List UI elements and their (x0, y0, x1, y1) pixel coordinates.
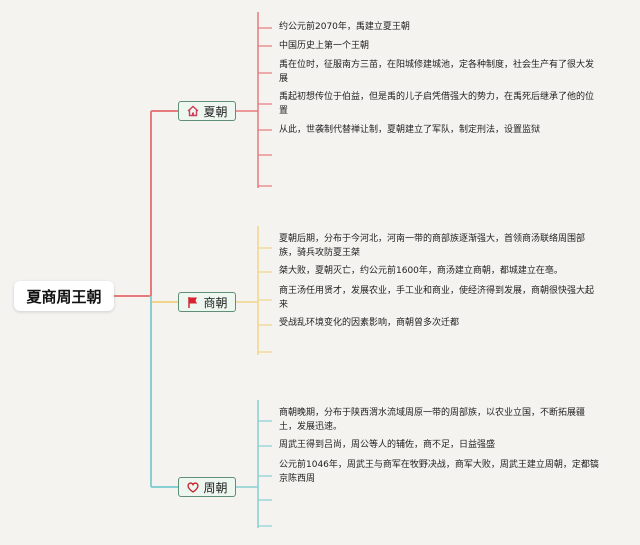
heart-icon (186, 480, 200, 494)
root-label: 夏商周王朝 (26, 287, 102, 306)
branch-node-shang[interactable]: 商朝 (178, 292, 236, 312)
home-icon (186, 104, 200, 118)
branch-label-zhou: 周朝 (203, 480, 228, 495)
leaf-zhou-1: 商朝晚期，分布于陕西渭水流域周原一带的周部族，以农业立国，不断拓展疆土，发展迅速… (279, 408, 586, 432)
leaf-shang-1: 夏朝后期，分布于今河北，河南一带的商部族逐渐强大，首领商汤联络周围部族，骑兵攻防… (279, 234, 586, 258)
leaf-xia-1: 约公元前2070年，禹建立夏王朝 (279, 22, 410, 32)
branch-node-xia[interactable]: 夏朝 (178, 101, 236, 121)
leaf-shang-2: 桀大败，夏朝灭亡，约公元前1600年，商汤建立商朝，都城建立在亳。 (279, 266, 563, 276)
root-node[interactable]: 夏商周王朝 (14, 281, 114, 311)
leaf-zhou-2: 周武王得到吕尚，周公等人的辅佐，商不足，日益强盛 (279, 440, 496, 450)
leaf-xia-3: 禹在位时，征服南方三苗，在阳城修建城池，定各种制度，社会生产有了很大发展 (279, 60, 595, 84)
branch-label-shang: 商朝 (203, 295, 228, 310)
leaf-xia-4: 禹起初想传位于伯益，但是禹的儿子启凭借强大的势力，在禹死后继承了他的位置 (279, 92, 595, 116)
flag-icon (186, 295, 200, 309)
leaf-xia-2: 中国历史上第一个王朝 (279, 41, 370, 51)
branch-label-xia: 夏朝 (203, 104, 228, 119)
leaf-zhou-3: 公元前1046年，周武王与商军在牧野决战，商军大败，周武王建立周朝，定都镐京陈西… (279, 460, 599, 484)
leaf-xia-5: 从此，世袭制代替禅让制，夏朝建立了军队，制定刑法，设置监狱 (279, 125, 541, 135)
branch-node-zhou[interactable]: 周朝 (178, 477, 236, 497)
leaf-shang-4: 受战乱环境变化的因素影响，商朝曾多次迁都 (279, 318, 460, 328)
leaf-shang-3: 商王汤任用贤才，发展农业，手工业和商业，使经济得到发展，商朝很快强大起来 (279, 286, 595, 310)
